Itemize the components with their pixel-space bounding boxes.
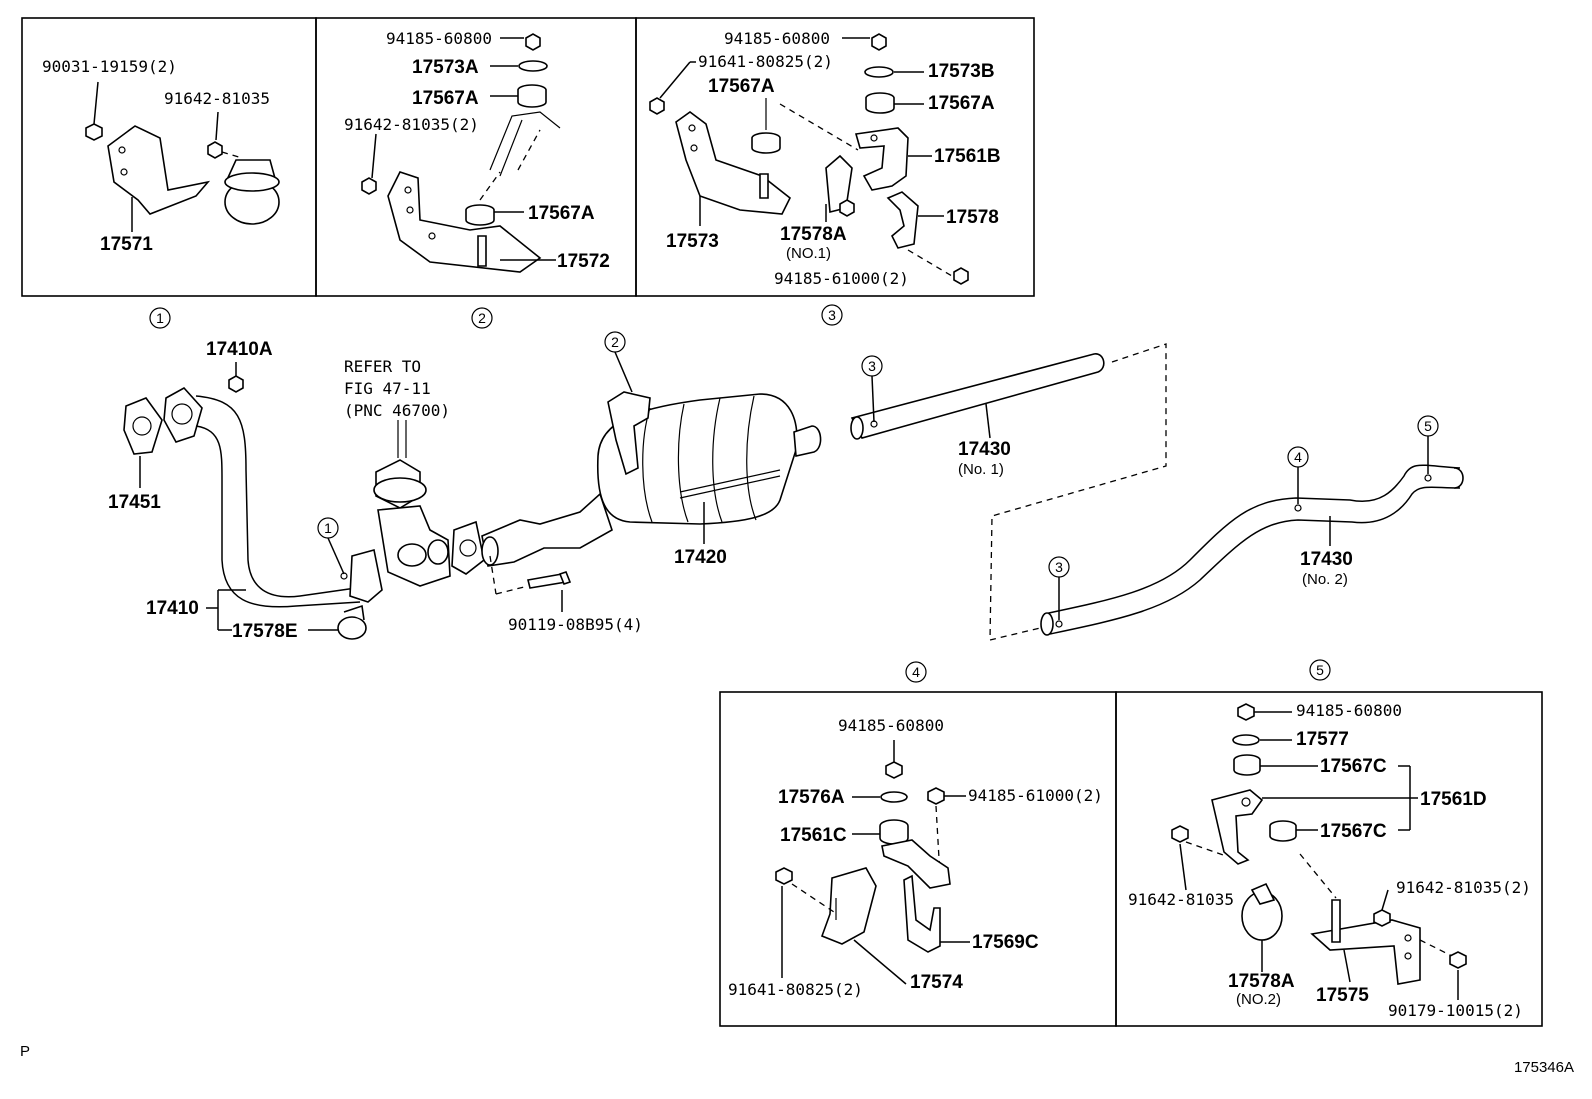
label-17567A-box3-right: 17567A <box>928 93 995 114</box>
label-17410A: 17410A <box>206 339 273 360</box>
label-94185-60800-box2: 94185-60800 <box>386 29 492 48</box>
label-17567C-bottom: 17567C <box>1320 821 1387 842</box>
label-90119-08B95: 90119-08B95(4) <box>508 615 643 634</box>
callout-3-pipe-no1: 3 <box>868 358 876 374</box>
label-17567A-box3-left: 17567A <box>708 76 775 97</box>
detail-box-1 <box>21 17 317 297</box>
label-91642-81035-box5-right: 91642-81035(2) <box>1396 878 1531 897</box>
label-17567C-top: 17567C <box>1320 756 1387 777</box>
label-refer-fig: FIG 47-11 <box>344 379 431 398</box>
label-17578E: 17578E <box>232 621 298 642</box>
label-17451: 17451 <box>108 492 161 513</box>
label-90179-10015: 90179-10015(2) <box>1388 1001 1523 1020</box>
callout-5-box: 5 <box>1316 662 1324 678</box>
label-17569C: 17569C <box>972 932 1039 953</box>
egr-valve <box>373 420 451 587</box>
label-91642-81035-box5-left: 91642-81035 <box>1128 890 1234 909</box>
label-refer-pnc: (PNC 46700) <box>344 401 450 420</box>
detail-box-2 <box>315 17 637 297</box>
label-94185-60800-box4: 94185-60800 <box>838 716 944 735</box>
tail-pipe-no1 <box>850 343 1167 641</box>
label-17573A: 17573A <box>412 57 479 78</box>
label-17578: 17578 <box>946 207 999 228</box>
callout-numbers: 1 2 3 1 2 3 3 4 5 4 5 <box>156 307 1432 680</box>
label-91641-80825-box4: 91641-80825(2) <box>728 980 863 999</box>
callout-1-under-box: 1 <box>156 310 164 326</box>
label-no1-pipe: (No. 1) <box>958 461 1004 478</box>
figure-id: 175346A <box>1514 1059 1574 1076</box>
label-17576A: 17576A <box>778 787 845 808</box>
callout-4-pipe-no2: 4 <box>1294 449 1302 465</box>
label-94185-60800-box3: 94185-60800 <box>724 29 830 48</box>
label-90031-19159: 90031-19159(2) <box>42 57 177 76</box>
callout-4-box: 4 <box>912 664 920 680</box>
label-17577: 17577 <box>1296 729 1349 750</box>
label-91642-81035-box2: 91642-81035(2) <box>344 115 479 134</box>
detail-box-5 <box>1115 691 1543 1027</box>
label-17567A-box2: 17567A <box>528 203 595 224</box>
label-17410: 17410 <box>146 598 199 619</box>
label-17572: 17572 <box>557 251 610 272</box>
callout-circles-top <box>149 304 843 329</box>
label-94185-60800-box5: 94185-60800 <box>1296 701 1402 720</box>
label-17430-no1: 17430 <box>958 439 1011 460</box>
label-17567A-box2-top: 17567A <box>412 88 479 109</box>
footer: P 175346A <box>20 1043 1574 1076</box>
part-labels: 90031-19159(2) 91642-81035 17571 94185-6… <box>42 29 1531 1020</box>
callout-1-front-pipe: 1 <box>324 520 332 536</box>
callout-3-pipe-no2: 3 <box>1055 559 1063 575</box>
callout-5-pipe-no2: 5 <box>1424 418 1432 434</box>
footer-left-mark: P <box>20 1043 30 1060</box>
label-17571: 17571 <box>100 234 153 255</box>
label-17561C: 17561C <box>780 825 847 846</box>
muffler-assembly <box>451 331 822 612</box>
label-17420: 17420 <box>674 547 727 568</box>
label-17561D: 17561D <box>1420 789 1487 810</box>
label-17573: 17573 <box>666 231 719 252</box>
label-91641-80825-box3: 91641-80825(2) <box>698 52 833 71</box>
label-17578A-no1: 17578A <box>780 224 847 245</box>
label-17561B: 17561B <box>934 146 1001 167</box>
bottom-callouts <box>905 659 1331 683</box>
label-17575: 17575 <box>1316 985 1369 1006</box>
callout-3-under-box: 3 <box>828 307 836 323</box>
detail-box-4 <box>719 691 1117 1027</box>
detail-box-3 <box>635 17 1035 297</box>
label-no2-pipe: (No. 2) <box>1302 571 1348 588</box>
label-17578A-no2: 17578A <box>1228 971 1295 992</box>
tail-pipe-no2 <box>1040 415 1464 636</box>
label-17430-no2: 17430 <box>1300 549 1353 570</box>
callout-2-muffler: 2 <box>611 334 619 350</box>
label-no2-note: (NO.2) <box>1236 991 1281 1008</box>
label-17574: 17574 <box>910 972 963 993</box>
label-17573B: 17573B <box>928 61 995 82</box>
front-pipe-assembly <box>123 362 383 640</box>
label-91642-81035-box1: 91642-81035 <box>164 89 270 108</box>
label-94185-61000-box4: 94185-61000(2) <box>968 786 1103 805</box>
label-94185-61000-box3: 94185-61000(2) <box>774 269 909 288</box>
label-no1-note: (NO.1) <box>786 245 831 262</box>
label-refer-to: REFER TO <box>344 357 421 376</box>
callout-2-under-box: 2 <box>478 310 486 326</box>
